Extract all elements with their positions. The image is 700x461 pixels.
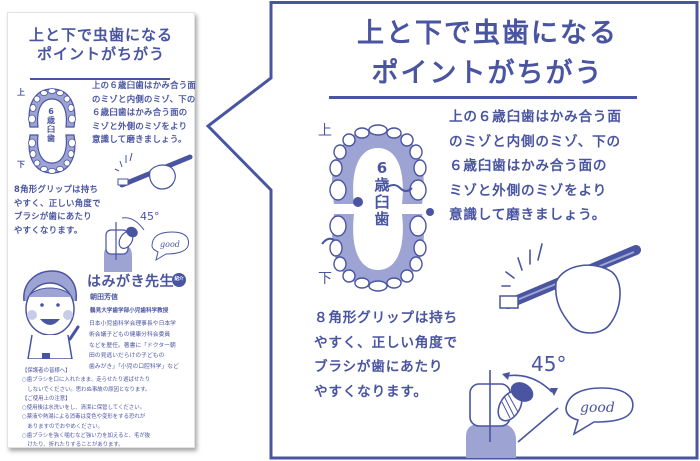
card-label-lower: 下 xyxy=(17,160,25,169)
molar-label: 6 歳 臼 歯 xyxy=(372,160,392,228)
card-dentition-icon xyxy=(28,88,76,174)
molar-char: 6 xyxy=(48,107,54,116)
card-toothbrush-hand-icon xyxy=(114,152,193,190)
teacher-bio: 日本小児歯科学会理事長や日本学 術会議子どもの健康分科会委員 などを歴任。著書に… xyxy=(89,321,179,371)
card-title-line1: 上と下で虫歯になる xyxy=(28,26,173,44)
paragraph-molar: 上の６歳臼歯はかみ合う面 のミゾと内側のミゾ、下の ６歳臼歯はかみ合う面の ミゾ… xyxy=(449,109,622,223)
teacher-intro-badge: 紹介 xyxy=(172,273,186,287)
card-paragraph-grip: 8角形グリップは持ち やすく、正しい角度で ブラシが歯にあたり やすくなります。 xyxy=(14,184,101,235)
molar-char: 6 xyxy=(376,159,388,177)
card-paragraph-molar: 上の６歳臼歯はかみ合う面 のミゾと内側のミゾ、下の ６歳臼歯はかみ合う面の ミゾ… xyxy=(92,80,197,145)
callout-title-line2: ポイントがちがう xyxy=(371,58,604,89)
brushing-angle-figure-icon: good xyxy=(466,370,634,458)
callout-title-underline xyxy=(329,96,637,99)
label-lower: 下 xyxy=(318,271,332,287)
label-upper: 上 xyxy=(318,123,332,139)
card-label-upper: 上 xyxy=(17,88,25,97)
molar-char: 歯 xyxy=(374,210,390,228)
molar-char: 歯 xyxy=(47,134,55,143)
paragraph-grip: ８角形グリップは持ち やすく、正しい角度で ブラシが歯にあたり やすくなります。 xyxy=(314,310,458,400)
card-title-underline xyxy=(30,78,170,80)
teacher-affiliation: 鶴見大学歯学部小児歯科学教授 xyxy=(90,308,169,314)
card-molar-label: 6 歳 臼 歯 xyxy=(46,107,56,143)
dentition-diagram-icon xyxy=(321,124,434,292)
callout-title-line1: 上と下で虫歯になる xyxy=(357,18,618,49)
angle-label: 45° xyxy=(531,352,567,376)
card-good-text: good xyxy=(160,240,180,249)
teacher-title: はみがき先生 xyxy=(87,274,174,290)
good-text: good xyxy=(580,400,615,416)
package-card: 上と下で虫歯になる ポイントがちがう 上 下 6 歳 臼 歯 上の６歳臼歯はかみ… xyxy=(7,12,197,449)
card-title-line2: ポイントがちがう xyxy=(36,45,165,63)
usage-notes: 【保護者の皆様へ】 ○歯ブラシを口に入れたまま、走らせたり遊ばせたり しないでく… xyxy=(22,368,151,449)
toothbrush-hand-icon xyxy=(499,243,641,334)
teacher-portrait-icon xyxy=(23,270,80,359)
card-angle-label: 45° xyxy=(140,210,160,223)
molar-char: 臼 xyxy=(374,193,390,211)
card-angle-figure-icon: good xyxy=(104,217,189,272)
molar-char: 歳 xyxy=(47,116,55,125)
teacher-name: 朝田芳信 xyxy=(90,293,118,301)
molar-char: 臼 xyxy=(47,125,55,134)
molar-char: 歳 xyxy=(374,176,390,194)
